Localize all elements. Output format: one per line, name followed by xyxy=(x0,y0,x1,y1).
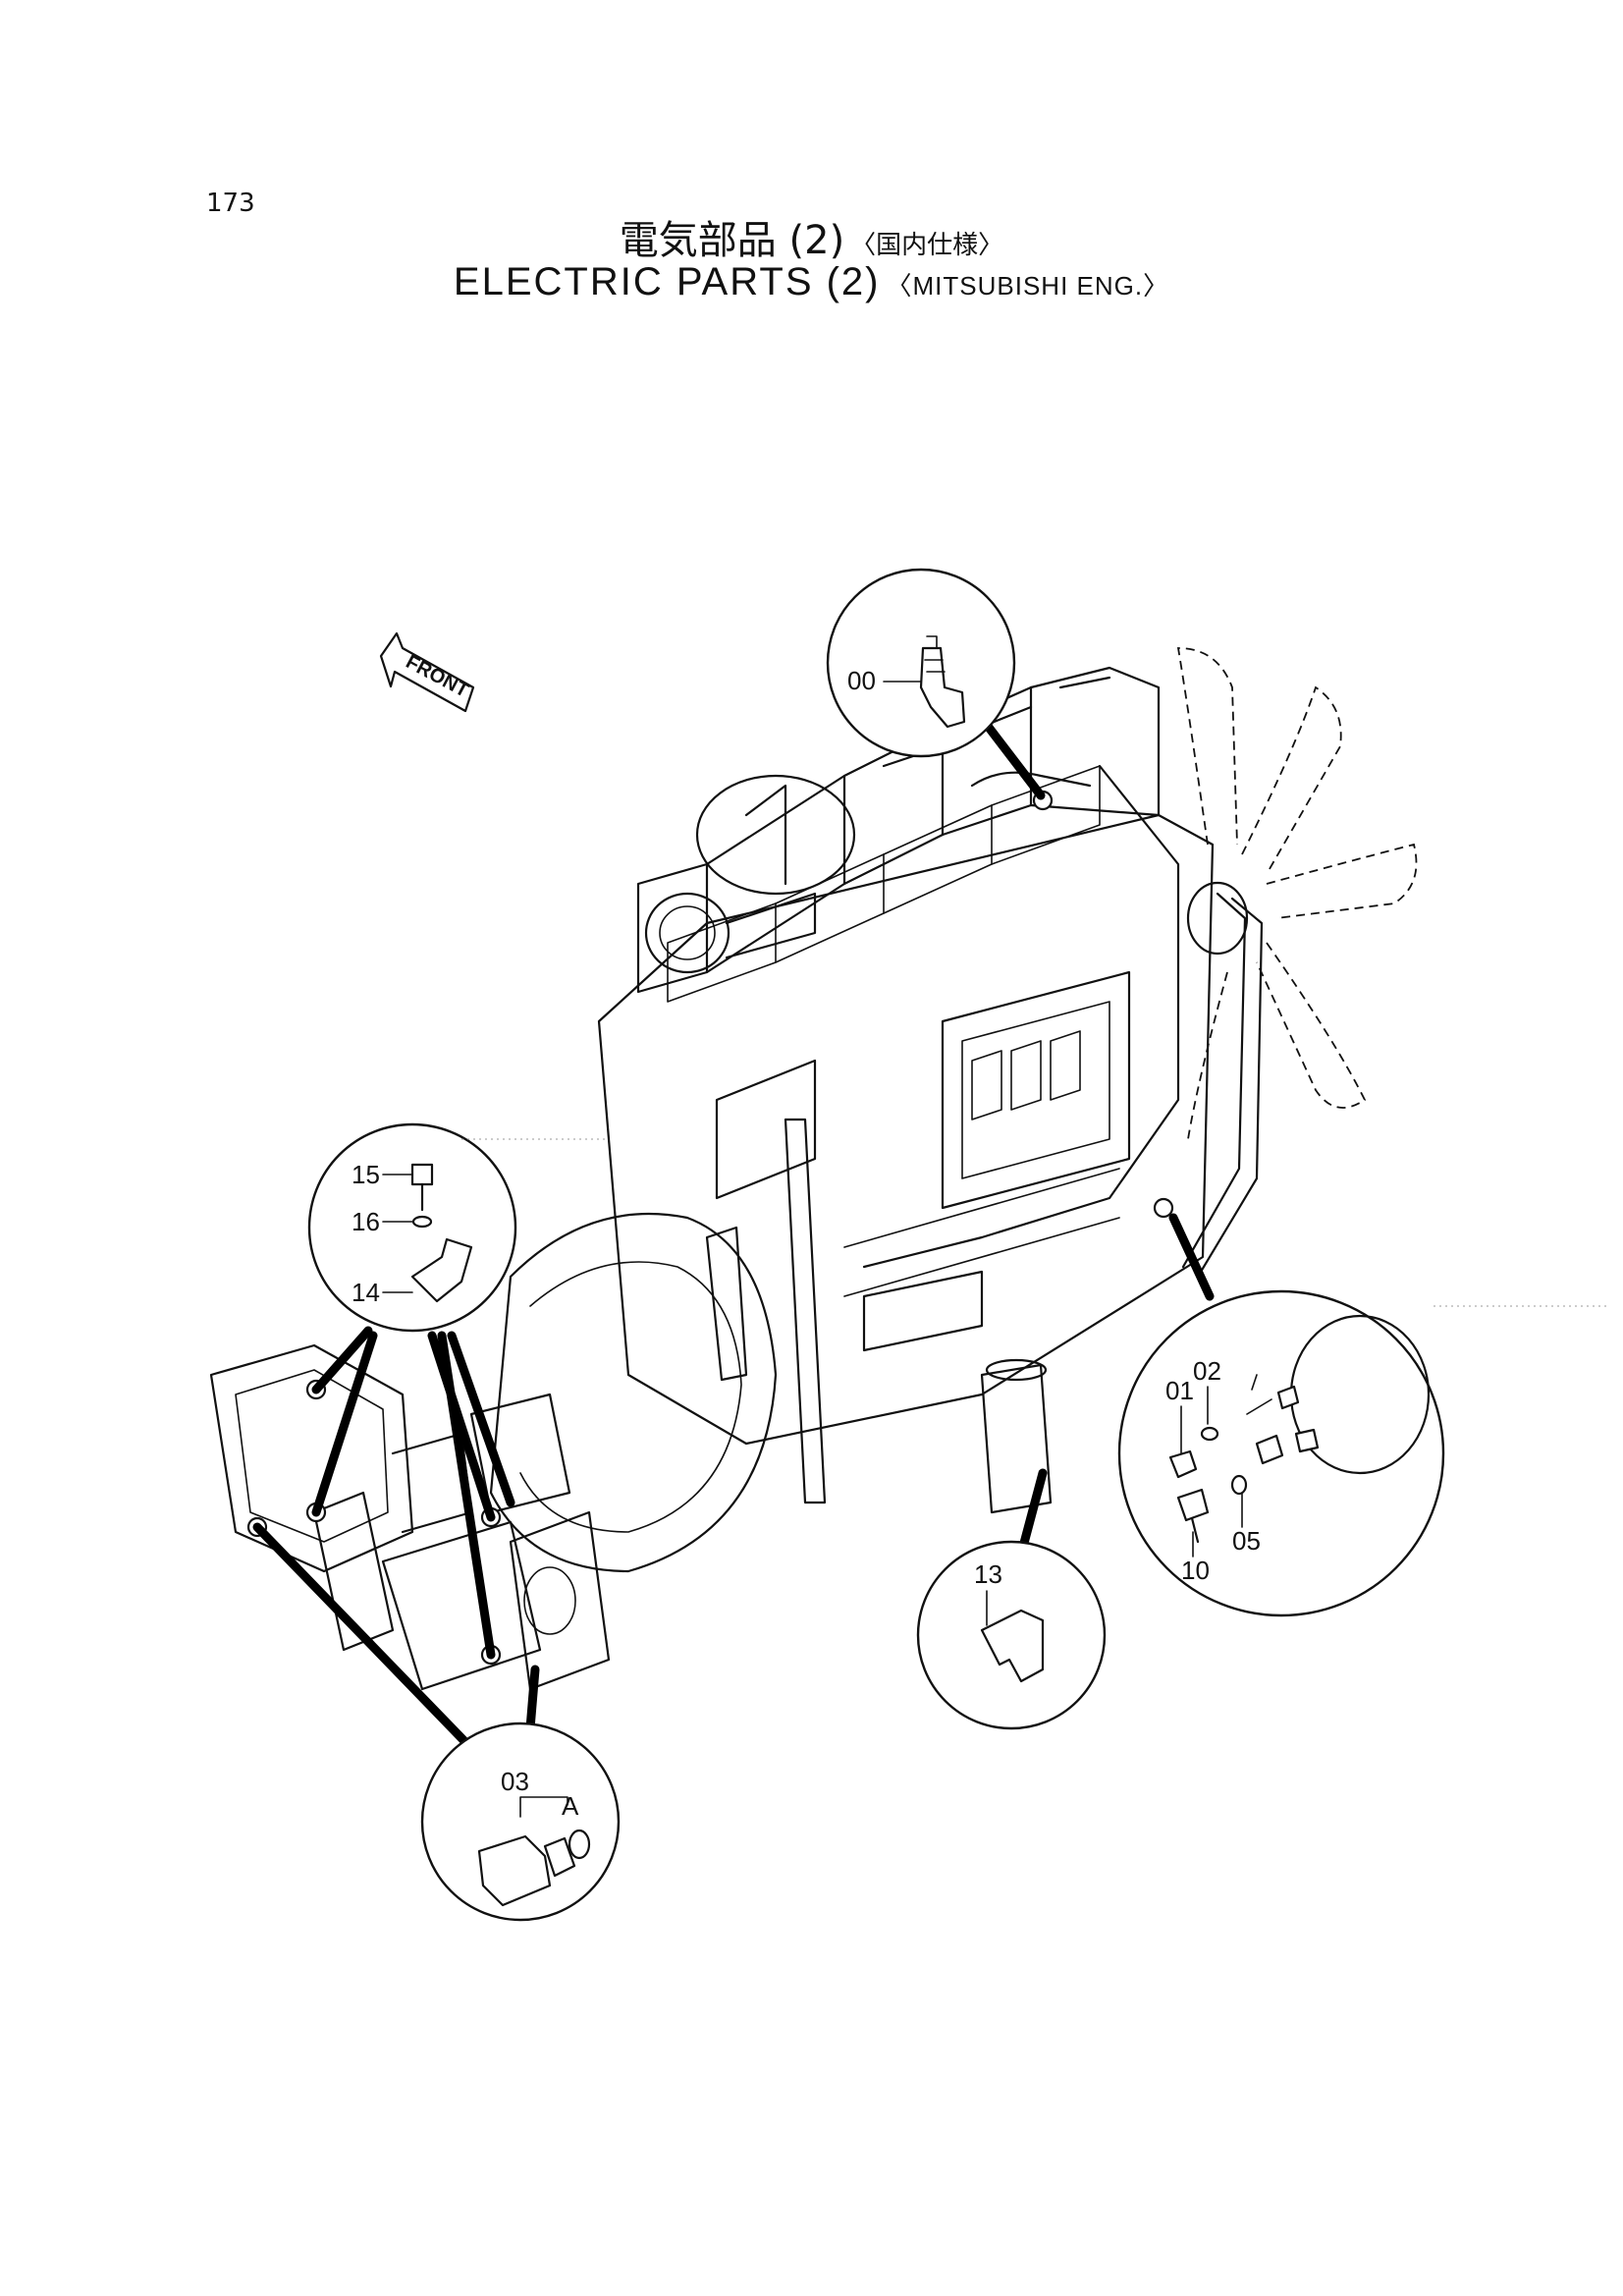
engine-drawing xyxy=(209,647,1418,1691)
callout-label-10: 10 xyxy=(1181,1556,1210,1585)
callout-label-15: 15 xyxy=(352,1160,380,1189)
title-english-main: ELECTRIC PARTS (2) xyxy=(453,260,881,303)
callout-left: 15 16 14 xyxy=(307,1122,517,1333)
title-japanese-main: 電気部品 (2) xyxy=(619,218,845,263)
callout-bottom-left: 03 A xyxy=(420,1722,621,1922)
title-japanese: 電気部品 (2)〈国内仕様〉 xyxy=(0,208,1623,265)
callout-label-02: 02 xyxy=(1193,1356,1221,1386)
callout-top: 00 xyxy=(826,568,1016,758)
page-number: 173 xyxy=(206,189,255,218)
callout-label-03: 03 xyxy=(501,1767,529,1796)
title-english-sub: 〈MITSUBISHI ENG.〉 xyxy=(886,271,1170,301)
callout-label-13: 13 xyxy=(974,1559,1002,1589)
callout-right: 01 02 10 05 xyxy=(1117,1289,1445,1617)
callout-label-00: 00 xyxy=(847,666,876,695)
callout-bottom-mid: 13 xyxy=(916,1540,1107,1730)
front-arrow-icon: FRONT xyxy=(379,631,475,713)
callout-label-16: 16 xyxy=(352,1207,380,1236)
title-english: ELECTRIC PARTS (2)〈MITSUBISHI ENG.〉 xyxy=(0,260,1623,304)
callout-label-A: A xyxy=(562,1791,579,1821)
callout-label-14: 14 xyxy=(352,1278,380,1307)
callout-label-05: 05 xyxy=(1232,1526,1261,1556)
callout-label-01: 01 xyxy=(1165,1376,1194,1405)
title-japanese-sub: 〈国内仕様〉 xyxy=(850,231,1004,260)
reference-lines xyxy=(461,1138,1610,1307)
